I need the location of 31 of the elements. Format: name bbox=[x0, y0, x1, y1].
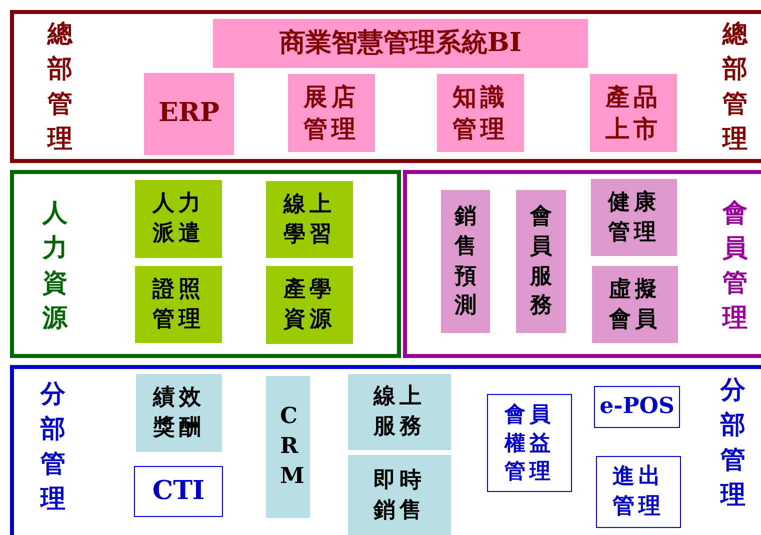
section-panel bbox=[10, 170, 401, 358]
section-panel bbox=[403, 170, 761, 358]
module-box: 知識管理 bbox=[437, 74, 524, 152]
module-box: 進出管理 bbox=[596, 456, 681, 528]
module-box: 會員服務 bbox=[516, 190, 566, 333]
module-box: 虛擬會員 bbox=[592, 266, 678, 343]
section-heading: 分部管理 bbox=[719, 374, 746, 511]
module-box: 線上服務 bbox=[348, 374, 451, 450]
section-heading: 總部管理 bbox=[46, 18, 74, 155]
section-heading: 總部管理 bbox=[721, 18, 749, 155]
section-panel bbox=[10, 365, 761, 535]
section-heading: 人力資源 bbox=[41, 197, 69, 334]
module-box: ERP bbox=[144, 73, 234, 155]
module-box: 績效獎酬 bbox=[136, 374, 222, 452]
module-box: CRM bbox=[266, 376, 310, 518]
section-panel bbox=[10, 10, 761, 163]
module-box: 即時銷售 bbox=[348, 455, 451, 535]
module-box: e-POS bbox=[594, 386, 680, 428]
module-box: 產品上市 bbox=[590, 74, 677, 152]
module-box: 產學資源 bbox=[266, 266, 353, 344]
module-box: 商業智慧管理系統BI bbox=[213, 19, 588, 68]
module-box: 證照管理 bbox=[135, 266, 222, 343]
module-box: CTI bbox=[134, 466, 223, 517]
module-box: 展店管理 bbox=[288, 74, 375, 152]
module-box: 線上學習 bbox=[266, 181, 353, 258]
section-heading: 會員管理 bbox=[721, 197, 748, 334]
module-box: 健康管理 bbox=[591, 179, 677, 256]
module-box: 會員權益管理 bbox=[487, 394, 572, 492]
module-box: 人力派遣 bbox=[135, 180, 222, 258]
section-heading: 分部管理 bbox=[39, 378, 66, 515]
module-box: 銷售預測 bbox=[441, 190, 490, 333]
